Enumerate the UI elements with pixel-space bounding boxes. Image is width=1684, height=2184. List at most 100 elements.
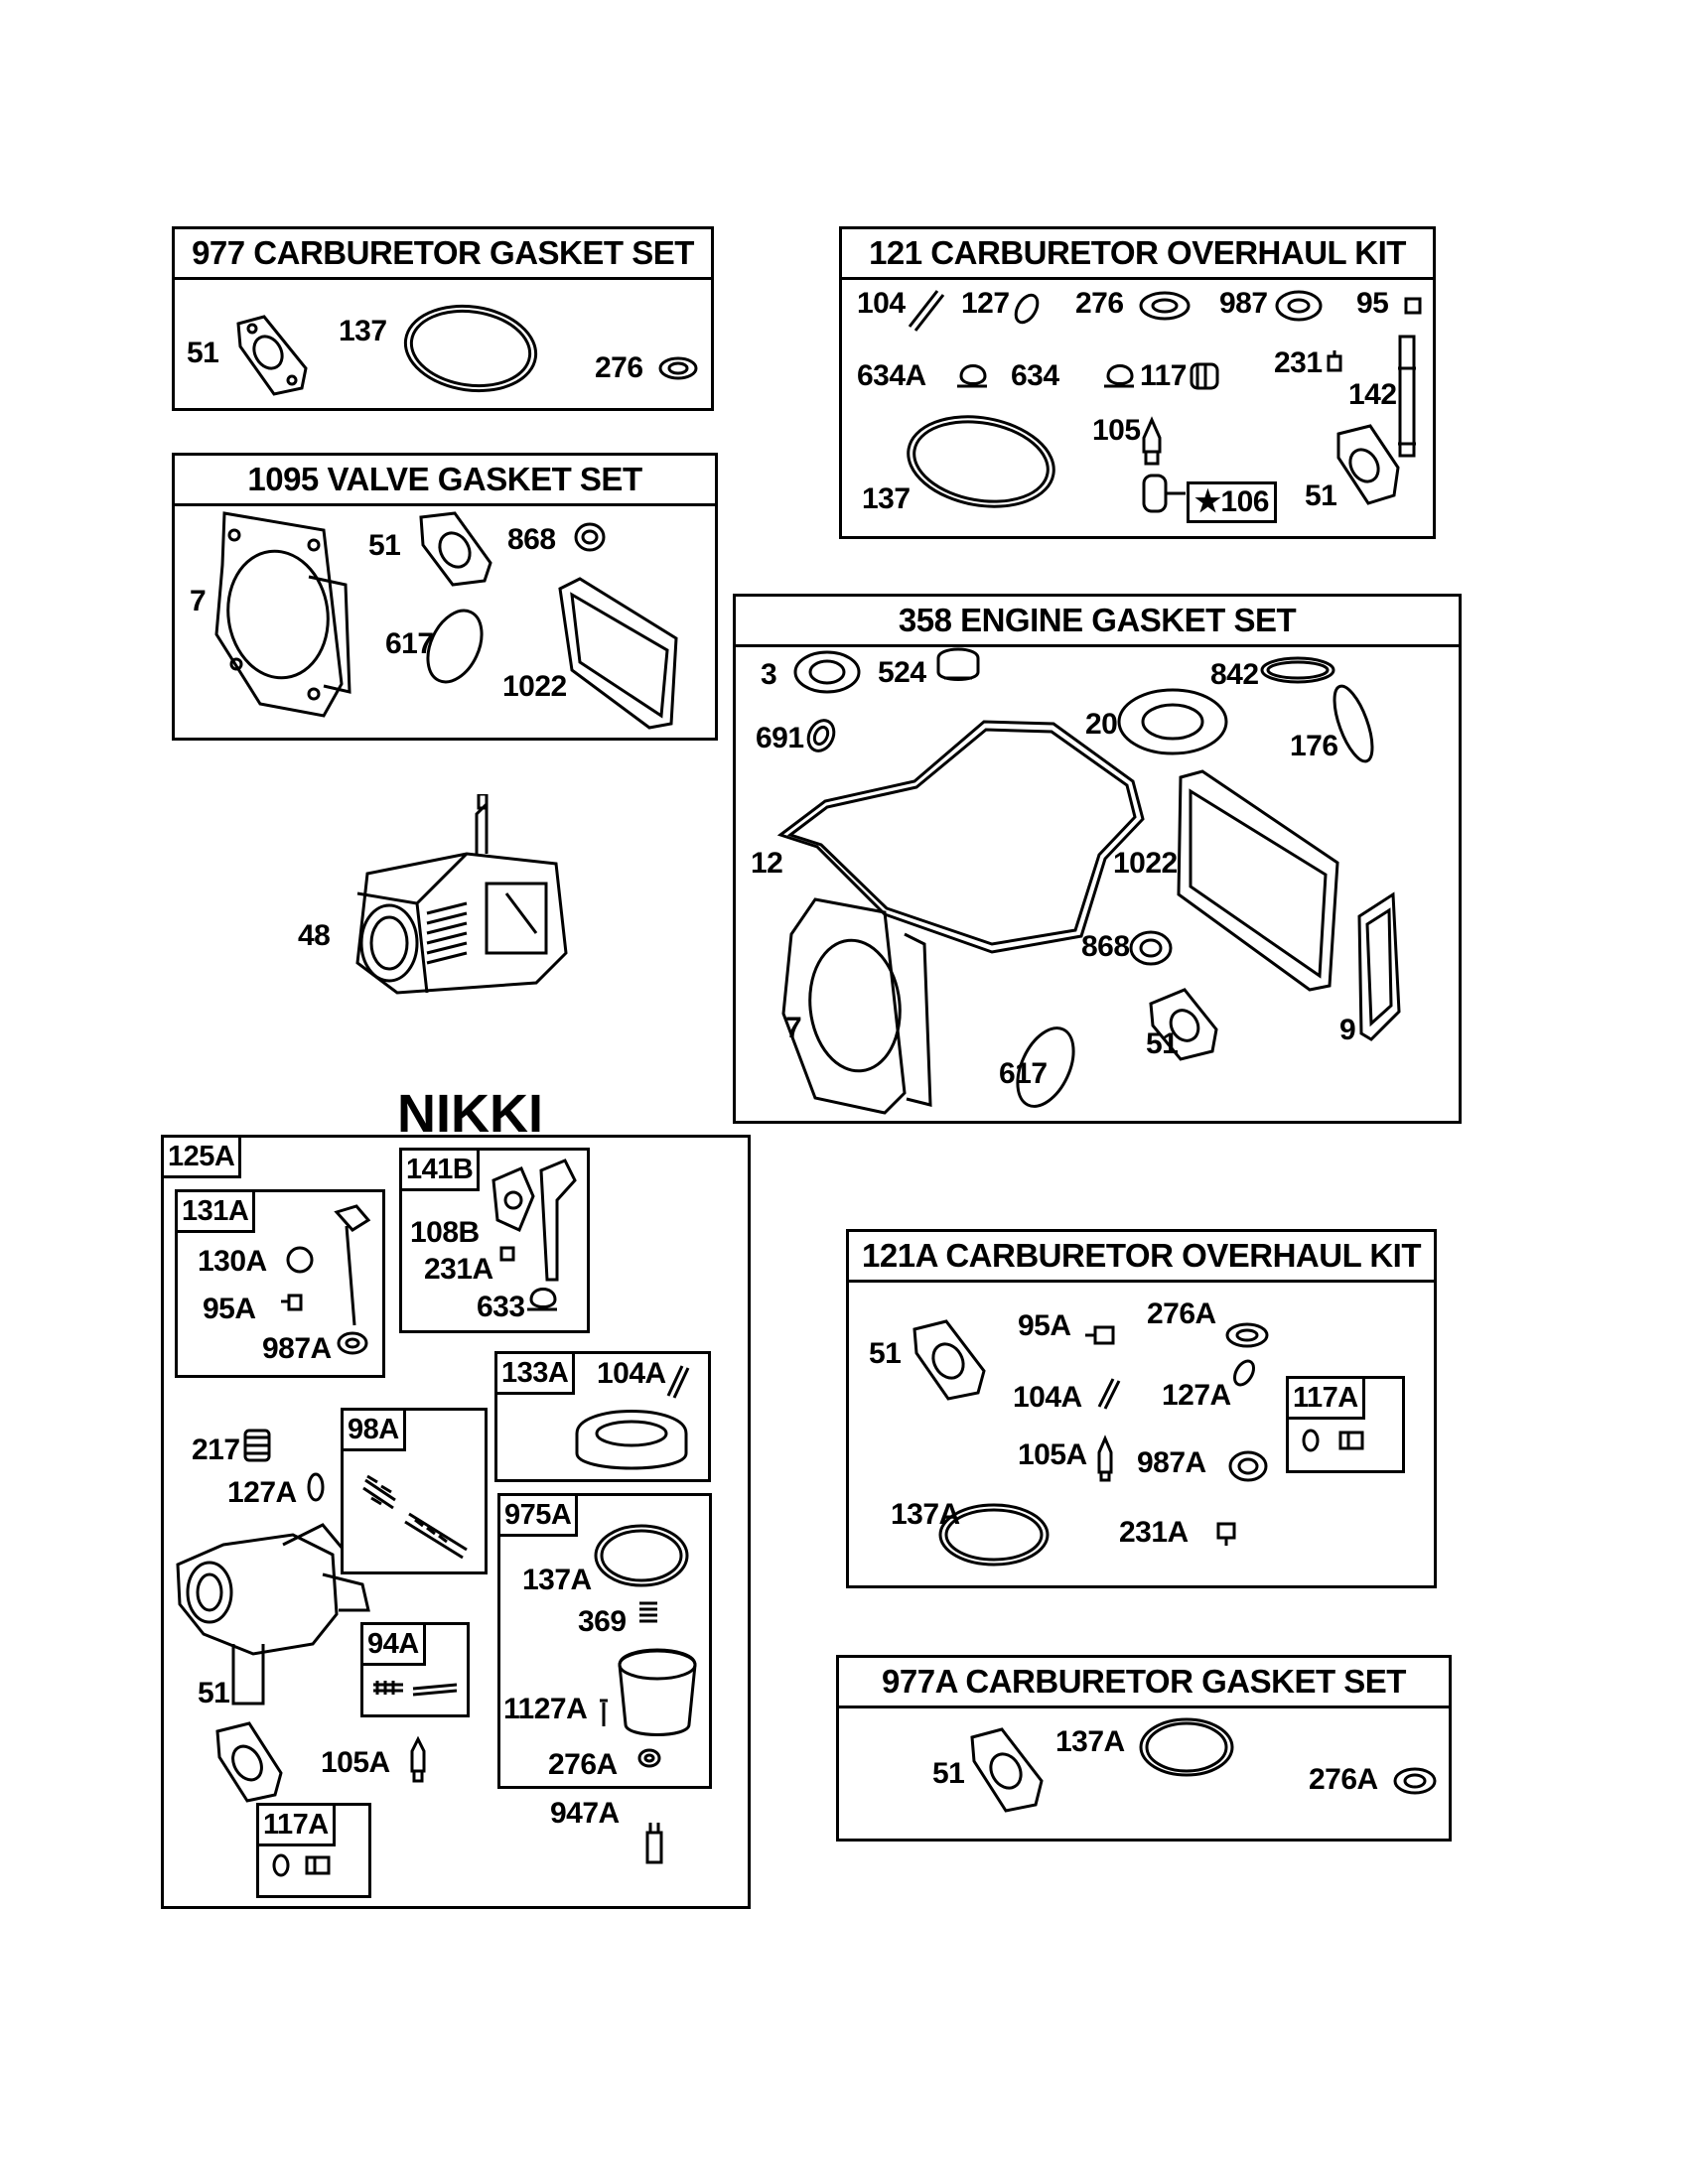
part-label: 108B: [410, 1216, 480, 1249]
box-131A: 131A 130A 95A 987A: [175, 1189, 385, 1378]
part-label: 51: [1305, 479, 1337, 512]
part-label: 127A: [1162, 1379, 1231, 1412]
part-label: 7: [785, 1012, 802, 1044]
part-label: 142: [1348, 378, 1397, 411]
part-label: 176: [1290, 730, 1338, 762]
part-label: 3: [761, 658, 777, 691]
overhaul-kit-121A-parts-drawing: [912, 1319, 1269, 1567]
part-label: 691: [756, 722, 804, 754]
part-label: 127: [961, 287, 1010, 320]
tag-94A: 94A: [360, 1622, 426, 1666]
part-label: 276: [595, 351, 643, 384]
box-141B: 141B 108B 231A 633: [399, 1148, 590, 1333]
part-label: 842: [1210, 658, 1259, 691]
part-label: 105A: [1018, 1438, 1087, 1471]
part-label: 137A: [1055, 1725, 1125, 1758]
part-label: 276A: [1147, 1297, 1216, 1330]
nikki-heading: NIKKI: [397, 1084, 543, 1144]
box-98A: 98A: [341, 1408, 488, 1574]
part-label: 987A: [1137, 1446, 1206, 1479]
part-label: 104: [857, 287, 906, 320]
tag-975A: 975A: [497, 1493, 579, 1537]
box-133A: 133A 104A: [494, 1351, 711, 1482]
panel-title: 358 ENGINE GASKET SET: [736, 597, 1459, 647]
part-label: 95: [1356, 287, 1389, 320]
part-106-starred-label: ★106: [1187, 481, 1277, 523]
part-label: 51: [368, 529, 401, 562]
part-label: 868: [507, 523, 556, 556]
part-label: 51: [198, 1677, 230, 1709]
part-label: 105A: [321, 1746, 390, 1779]
panel-125A-nikki-carburetor: 125A 131A 130A 95A 987A 141B 108B 231A 6…: [161, 1135, 751, 1909]
part-label: 137: [339, 315, 387, 347]
short-block-engine-illustration: [355, 794, 568, 995]
part-label: 634A: [857, 359, 926, 392]
gasket-parts-drawing: [236, 304, 698, 396]
engine-gasket-parts-drawing: [776, 647, 1401, 1115]
part-label: 217: [192, 1433, 240, 1466]
part-label: 276A: [1309, 1763, 1378, 1796]
tag-125A: 125A: [161, 1135, 242, 1178]
part-label: 51: [869, 1337, 902, 1370]
panel-title: 121A CARBURETOR OVERHAUL KIT: [849, 1232, 1434, 1283]
panel-977A-carburetor-gasket-set: 977A CARBURETOR GASKET SET 137A 51 276A: [836, 1655, 1452, 1842]
part-label: 231A: [1119, 1516, 1189, 1549]
tag-98A: 98A: [341, 1408, 406, 1451]
panel-1095-valve-gasket-set: 1095 VALVE GASKET SET 7 51 868 617 1022: [172, 453, 718, 741]
tag-133A: 133A: [494, 1351, 576, 1395]
part-label: 276A: [548, 1748, 618, 1781]
panel-title: 977A CARBURETOR GASKET SET: [839, 1658, 1449, 1708]
gasket-977A-parts-drawing: [970, 1717, 1437, 1813]
part-label: 117: [1140, 359, 1187, 392]
part-label: 987: [1219, 287, 1268, 320]
tag-131A: 131A: [175, 1189, 256, 1233]
panel-title: 1095 VALVE GASKET SET: [175, 456, 715, 506]
part-label: 1127A: [503, 1693, 588, 1725]
part-label: 633: [477, 1291, 525, 1323]
part-label: 369: [578, 1605, 627, 1638]
98A-parts-drawing: [362, 1474, 468, 1560]
133A-parts-drawing: [575, 1365, 690, 1470]
part-label: 12: [751, 847, 783, 880]
part-label: 9: [1339, 1014, 1356, 1046]
94A-parts-drawing: [373, 1681, 458, 1697]
part-label: 231A: [424, 1253, 493, 1286]
975A-parts-drawing: [594, 1524, 697, 1768]
part-label: 137: [862, 482, 911, 515]
valve-gasket-parts-drawing: [214, 511, 678, 730]
117A-parts-drawing: [1302, 1429, 1364, 1452]
panel-358-engine-gasket-set: 358 ENGINE GASKET SET 3 524 842 691 20 1…: [733, 594, 1462, 1124]
overhaul-kit-parts-drawing: [907, 290, 1422, 513]
part-label: 617: [999, 1057, 1048, 1090]
part-label: 634: [1011, 359, 1059, 392]
part-label: 20: [1085, 708, 1118, 741]
part-label: 137A: [522, 1564, 592, 1596]
141B-parts-drawing: [491, 1159, 577, 1311]
nikki-carburetor-body-drawing: [176, 1429, 663, 1864]
box-117A-nikki: 117A: [256, 1803, 371, 1898]
part-label: 7: [190, 585, 207, 617]
part-label: 617: [385, 627, 434, 660]
part-label: 130A: [198, 1245, 267, 1278]
117A-parts-drawing: [272, 1853, 331, 1877]
part-label: 104A: [597, 1357, 666, 1390]
part-label: 105: [1092, 414, 1141, 447]
panel-title: 121 CARBURETOR OVERHAUL KIT: [842, 229, 1433, 280]
part-label: 104A: [1013, 1381, 1082, 1414]
part-label: 987A: [262, 1332, 332, 1365]
panel-121A-carburetor-overhaul-kit: 121A CARBURETOR OVERHAUL KIT 95A 276A 51…: [846, 1229, 1437, 1588]
panel-title: 977 CARBURETOR GASKET SET: [175, 229, 711, 280]
box-975A: 975A 137A 369 1127A 276A: [497, 1493, 712, 1789]
tag-141B: 141B: [399, 1148, 481, 1191]
part-label: 947A: [550, 1797, 620, 1830]
panel-121-carburetor-overhaul-kit: 121 CARBURETOR OVERHAUL KIT 104 127 276 …: [839, 226, 1436, 539]
part-label: 1022: [1113, 847, 1178, 880]
part-label: 868: [1081, 930, 1130, 963]
part-label: 51: [187, 337, 219, 369]
box-94A: 94A: [360, 1622, 470, 1717]
box-117A-121A: 117A: [1286, 1376, 1405, 1473]
part-label: 231: [1274, 346, 1323, 379]
tag-117A: 117A: [256, 1803, 336, 1846]
part-label: 276: [1075, 287, 1124, 320]
part-label: 1022: [502, 670, 567, 703]
